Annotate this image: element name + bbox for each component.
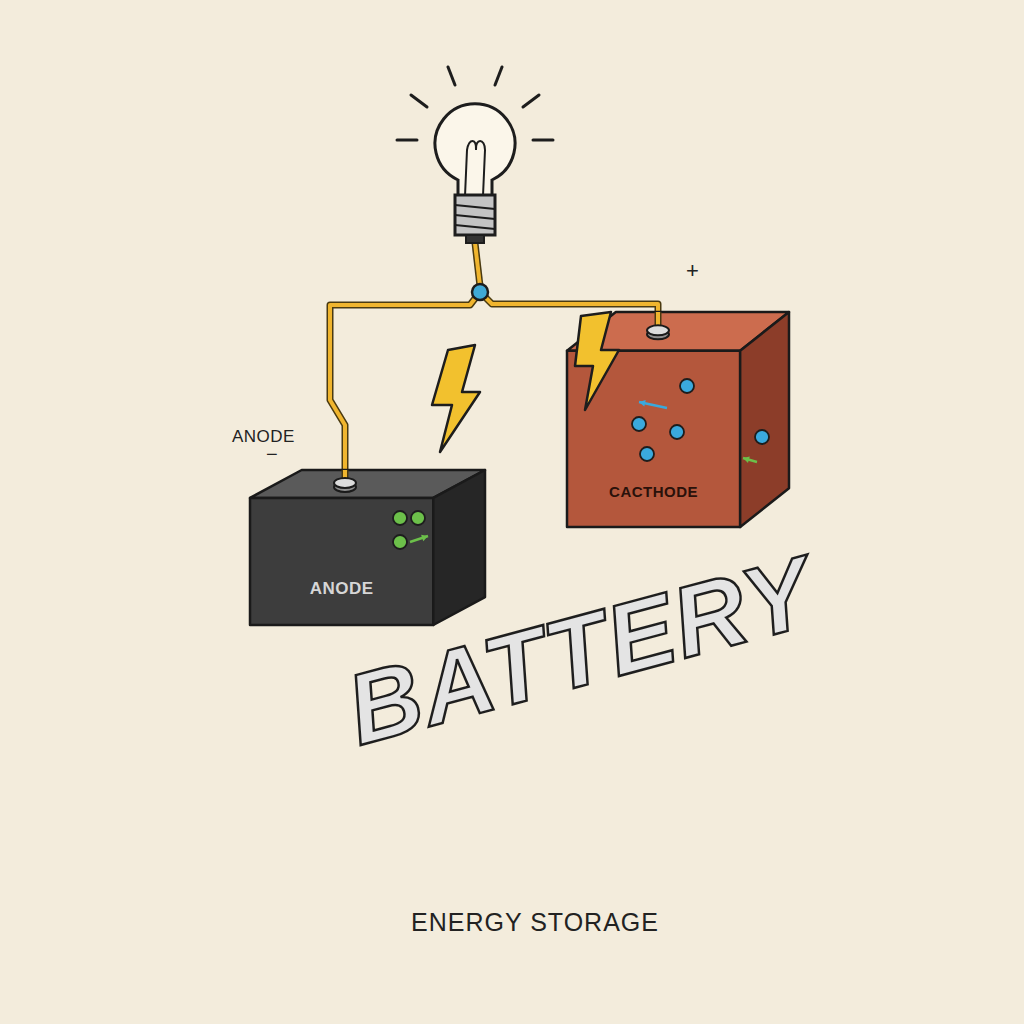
thread-line xyxy=(455,215,495,219)
terminal xyxy=(647,325,669,335)
bg-line xyxy=(799,175,802,272)
battery-cylinder xyxy=(52,317,987,864)
electrode-shape xyxy=(250,470,485,625)
bulb-glass xyxy=(435,104,515,196)
cap-button-face xyxy=(95,649,151,743)
positive-cap xyxy=(52,516,244,863)
ion xyxy=(755,430,769,444)
bg-line xyxy=(174,232,177,370)
battery-body: BATTERYANODECACTHODE xyxy=(90,300,960,920)
ion xyxy=(393,511,407,525)
ion-arrowhead xyxy=(525,519,532,525)
label-box: ANODE xyxy=(232,427,295,447)
cap-button xyxy=(98,638,167,750)
label-box: − xyxy=(266,443,278,466)
lightning-bolt xyxy=(575,312,619,410)
bg-block xyxy=(195,170,325,232)
cube-side xyxy=(433,470,485,625)
light-ray xyxy=(523,95,539,107)
text-block: ANODE xyxy=(310,579,374,599)
cube-front xyxy=(250,498,433,625)
bg-block xyxy=(166,482,196,512)
caption-box: ENERGY STORAGE xyxy=(411,908,659,937)
ion-arrowhead xyxy=(512,551,519,557)
light-ray xyxy=(495,67,502,85)
ion xyxy=(490,541,504,555)
ion xyxy=(393,535,407,549)
electrode-label: CACTHODE xyxy=(609,483,698,500)
bulb-filament xyxy=(465,141,485,196)
bg-lines xyxy=(103,175,800,935)
ion xyxy=(621,553,635,567)
ions xyxy=(632,379,769,463)
battery-shell xyxy=(105,317,987,849)
bg-block xyxy=(135,735,525,900)
bg-line xyxy=(103,231,325,234)
negative-band xyxy=(815,317,987,659)
lightning-bolt xyxy=(432,345,480,452)
caption: ENERGY STORAGE xyxy=(411,908,659,937)
ion-arrow xyxy=(502,520,532,530)
cathode-block: CACTHODE xyxy=(567,312,789,527)
anode-block: ANODE xyxy=(250,470,485,625)
ion xyxy=(632,417,646,431)
ion xyxy=(505,564,519,578)
part-label: ANODE xyxy=(232,427,295,447)
light-ray xyxy=(411,95,427,107)
polarity-sign: + xyxy=(686,258,699,284)
label-box: + xyxy=(686,258,699,284)
ion xyxy=(680,379,694,393)
ion-arrow xyxy=(512,548,540,556)
terminal xyxy=(334,478,356,488)
ion xyxy=(515,491,529,505)
bulb-lead xyxy=(475,243,480,286)
bulb-base xyxy=(455,195,495,235)
bg-line xyxy=(565,174,800,177)
ion xyxy=(597,539,611,553)
polarity-sign: − xyxy=(266,443,278,466)
ion-arrowhead xyxy=(743,456,750,462)
bulb-lead xyxy=(475,243,480,286)
light-ray xyxy=(397,139,417,142)
wire-junction xyxy=(472,284,488,300)
ion xyxy=(411,511,425,525)
ion-arrowhead xyxy=(421,535,428,541)
bulb-contact xyxy=(466,235,484,243)
bg-block xyxy=(600,838,740,868)
thread-line xyxy=(455,225,495,229)
ion xyxy=(640,447,654,461)
ion xyxy=(670,425,684,439)
ion-arrowhead xyxy=(639,400,646,407)
ions xyxy=(393,511,428,549)
bg-line xyxy=(777,690,780,935)
cube-side xyxy=(740,312,789,527)
bg-line xyxy=(578,789,775,792)
cap-ring xyxy=(77,573,208,809)
thread-line xyxy=(455,205,495,209)
electrode-label: ANODE xyxy=(310,579,374,599)
bg-block xyxy=(830,340,925,620)
ion xyxy=(485,499,499,513)
bulb-thread xyxy=(455,205,495,229)
light-ray xyxy=(448,67,455,85)
light-ray xyxy=(533,139,553,142)
text-block: CACTHODE xyxy=(609,483,698,500)
